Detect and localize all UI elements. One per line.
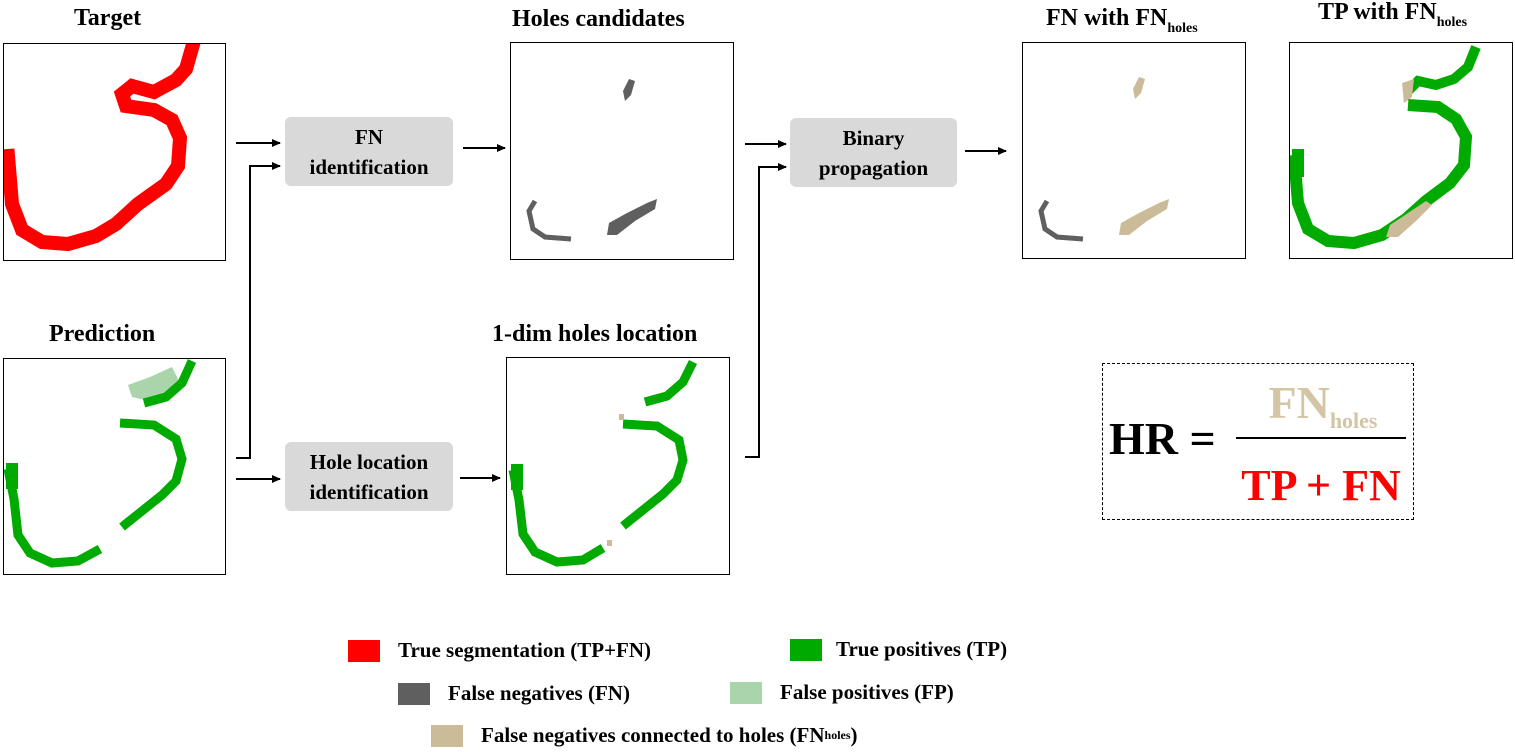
tp-with-text: TP with FN xyxy=(1318,0,1437,25)
tp-with-fnholes-title: TP with FNholes xyxy=(1318,0,1467,30)
fn-identification-box: FN identification xyxy=(285,117,453,186)
hole-location-line2: identification xyxy=(309,479,429,504)
prediction-title: Prediction xyxy=(49,321,156,347)
legend-true-positives: True positives (TP) xyxy=(790,637,1007,662)
one-dim-holes-mask xyxy=(508,359,698,567)
tp-with-subscript: holes xyxy=(1436,15,1468,30)
prediction-mask xyxy=(4,359,197,568)
hr-formula-box: HR = FNholes TP + FN xyxy=(1102,363,1414,520)
prediction-panel xyxy=(3,358,226,575)
target-panel xyxy=(3,43,226,261)
formula-numerator-subscript: holes xyxy=(1329,408,1378,433)
hole-location-line1: Hole location xyxy=(309,449,429,474)
legend-swatch-red xyxy=(348,639,380,662)
fn-with-fnholes-mask xyxy=(1038,77,1169,242)
legend-label: True segmentation (TP+FN) xyxy=(398,638,652,662)
legend-swatch-light-green xyxy=(730,681,762,704)
legend-false-positives: False positives (FP) xyxy=(730,680,954,705)
formula-denominator: TP + FN xyxy=(1241,461,1401,510)
fn-with-fnholes-title: FN with FNholes xyxy=(1046,6,1198,36)
tp-with-fnholes-mask xyxy=(1290,45,1481,250)
formula-lhs: HR = xyxy=(1109,413,1216,464)
fn-with-fnholes-panel xyxy=(1022,42,1246,259)
legend-false-negatives: False negatives (FN) xyxy=(398,681,630,706)
legend-label: False negatives connected to holes (FN xyxy=(481,723,825,747)
holes-candidates-panel xyxy=(510,42,734,260)
legend-label-close: ) xyxy=(850,723,858,747)
tp-with-fnholes-panel xyxy=(1289,42,1513,259)
fn-identification-line1: FN xyxy=(355,124,383,149)
hole-location-box: Hole location identification xyxy=(285,442,453,511)
holes-candidates-title: Holes candidates xyxy=(512,6,685,32)
legend-label: True positives (TP) xyxy=(836,637,1008,661)
legend-swatch-green xyxy=(790,638,822,661)
binary-propagation-line1: Binary xyxy=(842,125,905,150)
binary-propagation-box: Binary propagation xyxy=(790,118,957,187)
fn-with-subscript: holes xyxy=(1167,21,1198,36)
fn-identification-line2: identification xyxy=(309,154,429,179)
legend-label: False positives (FP) xyxy=(780,680,954,704)
arrow-one-dim-holes-to-binary-propagation xyxy=(745,163,787,458)
target-title: Target xyxy=(74,5,142,31)
legend-true-segmentation: True segmentation (TP+FN) xyxy=(348,638,651,663)
arrow-prediction-to-fn-identification xyxy=(236,162,281,459)
legend-swatch-gray xyxy=(398,682,430,705)
holes-candidates-mask xyxy=(526,79,657,242)
formula-numerator-text: FN xyxy=(1268,377,1330,428)
one-dim-holes-panel xyxy=(506,357,730,575)
binary-propagation-line2: propagation xyxy=(818,155,929,180)
one-dim-holes-title: 1-dim holes location xyxy=(492,321,698,347)
formula-numerator: FNholes xyxy=(1238,376,1408,434)
fn-with-text: FN with FN xyxy=(1046,5,1168,31)
legend-label-subscript: holes xyxy=(824,728,851,742)
formula-fraction-bar xyxy=(1236,437,1406,439)
legend-swatch-beige xyxy=(431,724,463,747)
legend-label: False negatives (FN) xyxy=(448,681,630,705)
target-mask xyxy=(4,44,201,252)
